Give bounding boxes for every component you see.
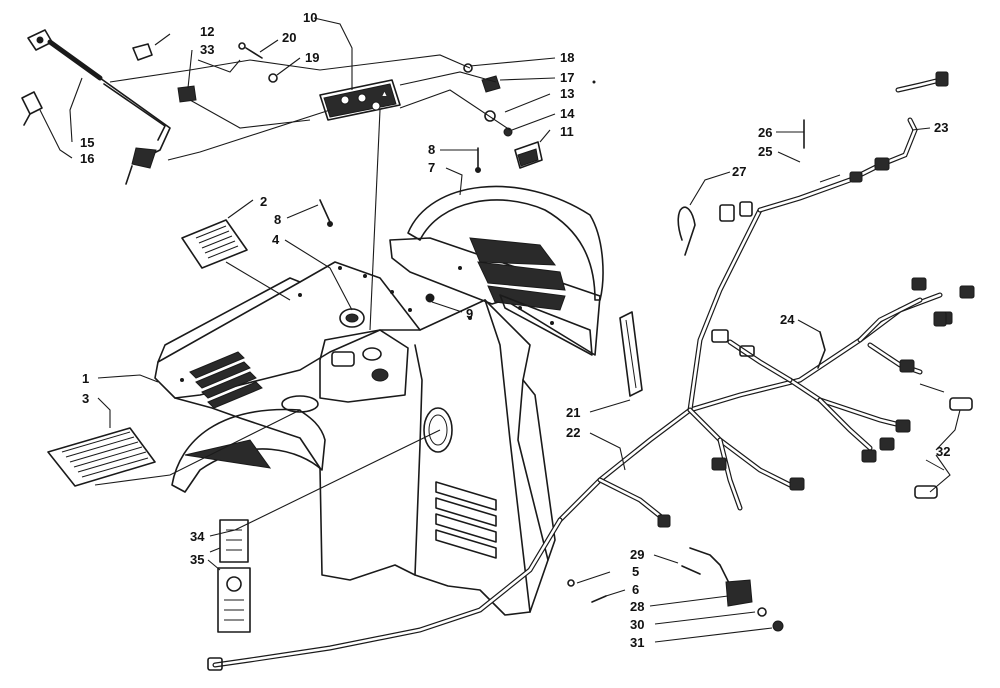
callout-17: 17: [560, 70, 574, 85]
harness-connectors: [207, 71, 975, 671]
callout-15: 15: [80, 135, 94, 150]
hardware-8-left: [319, 199, 333, 227]
speck-dot: [592, 80, 596, 84]
bracket-21: [619, 311, 643, 397]
callout-8-left: 8: [274, 212, 281, 227]
windshield-shroud: [389, 185, 604, 356]
hardware-12-33: [132, 43, 197, 103]
decal-34: [219, 519, 249, 563]
switch-panel: ▲: [319, 79, 401, 121]
callout-2: 2: [260, 194, 267, 209]
callout-10: 10: [303, 10, 317, 25]
console-body: [154, 261, 556, 616]
callout-28: 28: [630, 599, 644, 614]
callout-22: 22: [566, 425, 580, 440]
callout-13: 13: [560, 86, 574, 101]
hardware-8-top: [475, 147, 481, 173]
callout-29: 29: [630, 547, 644, 562]
hardware-11-18: [463, 63, 543, 169]
svg-text:▲: ▲: [381, 91, 388, 98]
callout-35: 35: [190, 552, 204, 567]
callout-23: 23: [934, 120, 948, 135]
callout-24: 24: [780, 312, 795, 327]
switch-assembly: [567, 547, 784, 632]
callout-33: 33: [200, 42, 214, 57]
brake-lever: [21, 91, 43, 126]
callout-labels: 1 2 3 4 5 6 7 8 8 9 10 11 12 13 14 15 16…: [80, 10, 950, 650]
callout-11: 11: [560, 124, 574, 139]
callout-6: 6: [632, 582, 639, 597]
callout-1: 1: [82, 371, 89, 386]
decal-35: [217, 567, 251, 633]
callout-16: 16: [80, 151, 94, 166]
callout-7: 7: [428, 160, 435, 175]
callout-27: 27: [732, 164, 746, 179]
edge-rivets: [180, 266, 472, 382]
front-louvres: [189, 351, 263, 409]
harness-dashes: [819, 174, 945, 471]
callout-21: 21: [566, 405, 580, 420]
callout-31: 31: [630, 635, 644, 650]
callout-32: 32: [936, 444, 950, 459]
callout-8-top: 8: [428, 142, 435, 157]
decal-3: [47, 427, 156, 487]
callout-5: 5: [632, 564, 639, 579]
callout-19: 19: [305, 50, 319, 65]
callout-12: 12: [200, 24, 214, 39]
callout-34: 34: [190, 529, 205, 544]
leader-lines: [39, 17, 961, 643]
callout-30: 30: [630, 617, 644, 632]
throttle-control: [27, 29, 171, 185]
callout-3: 3: [82, 391, 89, 406]
callout-4: 4: [272, 232, 280, 247]
hardware-19-20: [238, 42, 278, 83]
callout-20: 20: [282, 30, 296, 45]
callout-9: 9: [466, 306, 473, 321]
callout-26: 26: [758, 125, 772, 140]
callout-25: 25: [758, 144, 772, 159]
wiring-harness: [207, 71, 975, 671]
callout-18: 18: [560, 50, 574, 65]
hardware-4: [339, 308, 365, 328]
decal-2: [181, 219, 248, 269]
callout-14: 14: [560, 106, 575, 121]
side-louvres: [435, 481, 497, 559]
